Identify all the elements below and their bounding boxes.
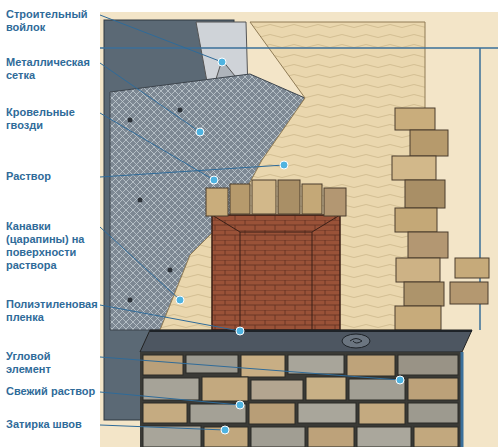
guide-string xyxy=(100,47,498,49)
wall xyxy=(100,12,498,447)
part-label: Строительный войлок xyxy=(6,8,98,34)
firebox xyxy=(212,215,340,330)
film-roll xyxy=(342,334,370,348)
hearth-stones xyxy=(143,355,458,447)
part-label: Канавки (царапины) на поверхности раство… xyxy=(6,220,98,272)
part-label: Угловой элемент xyxy=(6,350,98,376)
hearth-top xyxy=(140,330,472,352)
corner-element xyxy=(461,352,464,447)
stone-column xyxy=(392,108,448,330)
arch-stones xyxy=(206,180,346,216)
part-label: Раствор xyxy=(6,170,98,183)
part-label: Металлическая сетка xyxy=(6,56,98,82)
part-label: Затирка швов xyxy=(6,418,98,431)
leader-lines xyxy=(100,15,400,430)
part-label: Кровельные гвозди xyxy=(6,106,98,132)
mortar xyxy=(160,22,425,330)
callout-dots xyxy=(176,58,404,434)
hearth-front xyxy=(140,352,462,447)
part-label: Свежий раствор xyxy=(6,385,98,398)
part-label: Полиэтиленовая пленка xyxy=(6,298,98,324)
plastic-film xyxy=(150,330,472,332)
loose-stones xyxy=(450,258,489,304)
